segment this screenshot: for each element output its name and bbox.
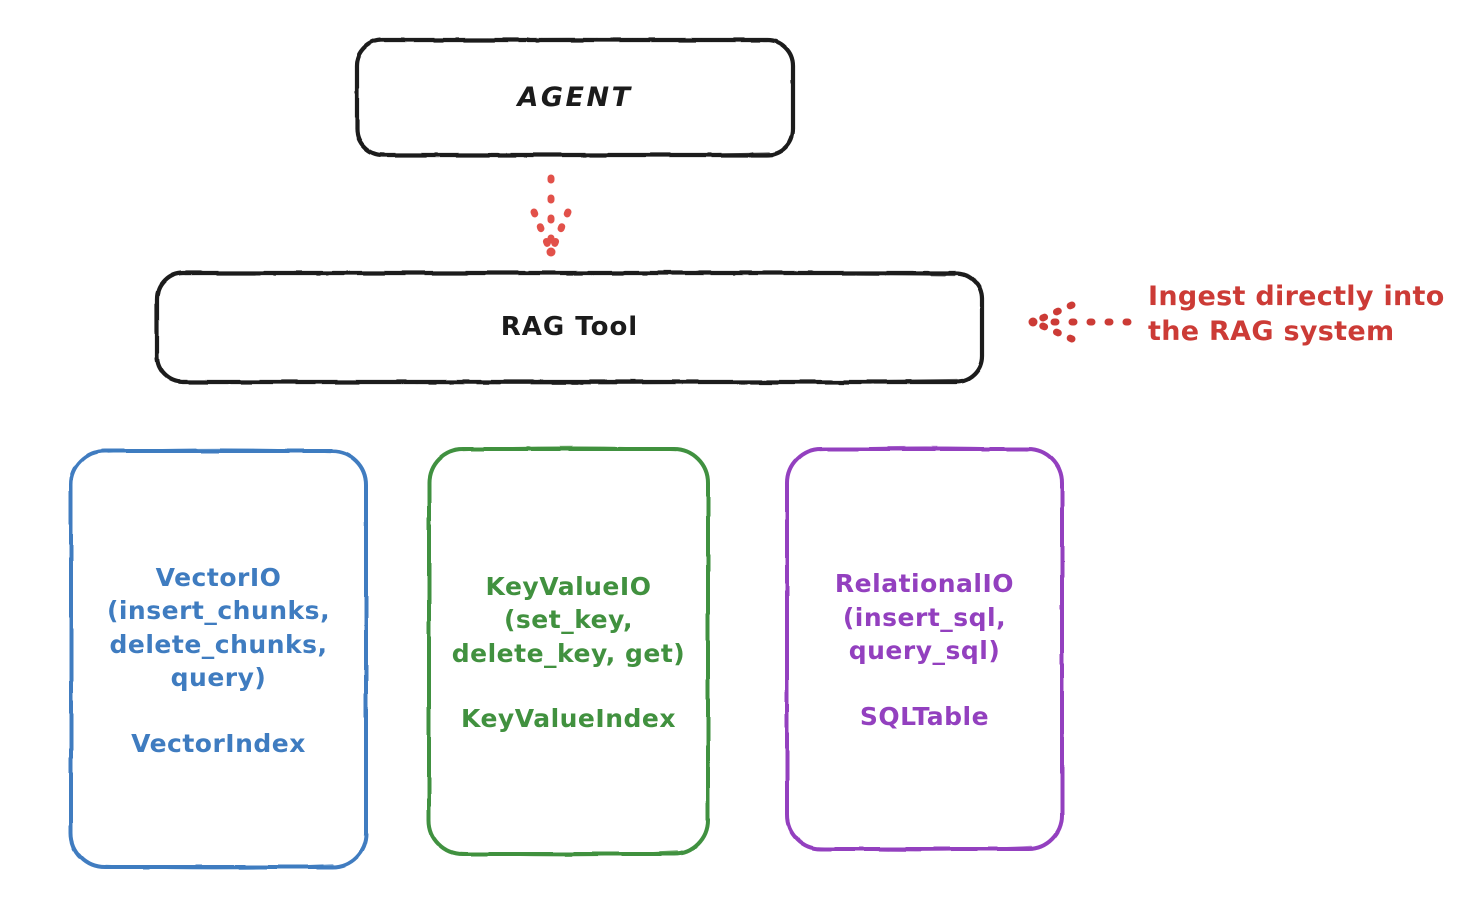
vectorio-api-label: VectorIO (insert_chunks, delete_chunks, … xyxy=(106,562,331,693)
rag-tool-box-outline xyxy=(154,270,985,385)
relationalio-box-outline xyxy=(785,446,1064,852)
vectorio-box-outline xyxy=(69,448,368,870)
keyvalueio-impl-label: KeyValueIndex xyxy=(461,704,676,734)
ingest-annotation-text: Ingest directly into the RAG system xyxy=(1148,281,1445,347)
agent-to-rag-arrow xyxy=(530,174,572,257)
rag-tool-label: RAG Tool xyxy=(500,311,639,342)
agent-node[interactable]: AGENT xyxy=(356,39,794,156)
ingest-pointer-arrow xyxy=(1028,301,1132,343)
rag-tool-node[interactable]: RAG Tool xyxy=(156,272,983,383)
agent-box-outline xyxy=(354,37,796,158)
vectorio-provider-node[interactable]: VectorIO (insert_chunks, delete_chunks, … xyxy=(70,450,367,868)
relationalio-provider-node[interactable]: RelationalIO (insert_sql, query_sql) SQL… xyxy=(786,448,1063,850)
relationalio-impl-label: SQLTable xyxy=(859,701,990,731)
keyvalueio-box-outline xyxy=(427,446,710,857)
keyvalueio-api-label: KeyValueIO (set_key, delete_key, get) xyxy=(451,571,686,668)
keyvalueio-provider-node[interactable]: KeyValueIO (set_key, delete_key, get) Ke… xyxy=(428,448,709,855)
agent-label: AGENT xyxy=(517,81,633,113)
vectorio-impl-label: VectorIndex xyxy=(131,728,306,758)
relationalio-api-label: RelationalIO (insert_sql, query_sql) xyxy=(834,569,1015,666)
